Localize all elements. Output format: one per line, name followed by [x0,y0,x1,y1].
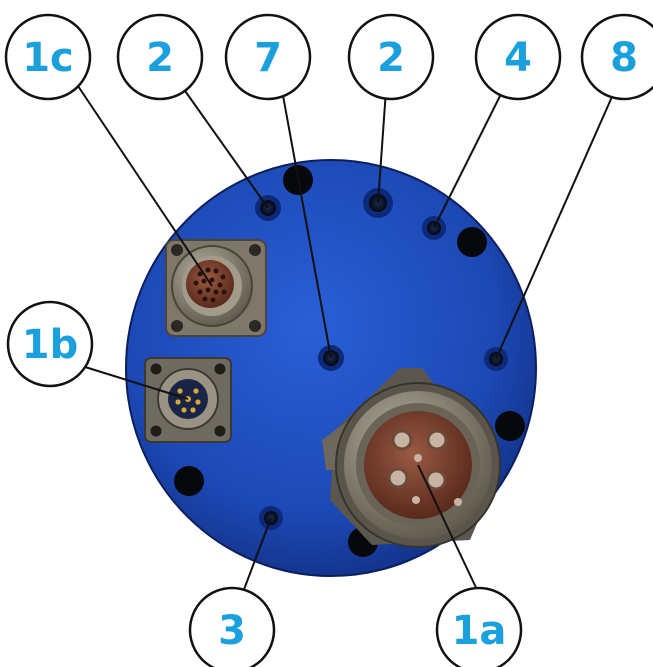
callout-7: 7 [224,13,312,101]
through-hole [174,466,204,496]
leader-4 [433,89,504,229]
leader-2-left [182,87,269,209]
callout-label: 2 [146,35,174,81]
callout-2-right: 2 [347,13,435,101]
callout-label: 1a [452,608,507,654]
callout-4: 4 [474,13,562,101]
callout-label: 7 [254,35,282,81]
callout-label: 1b [22,322,78,368]
leader-1c [77,85,213,287]
callout-label: 1c [22,35,74,81]
callout-8: 8 [580,13,653,101]
connector-1b [144,357,232,443]
callout-1b: 1b [6,300,94,388]
leader-1a [417,464,481,597]
leader-lines [77,85,616,601]
callout-label: 4 [504,35,532,81]
leader-1b [84,366,189,400]
callout-2-left: 2 [116,13,204,101]
callout-label: 8 [610,35,638,81]
through-hole [495,411,525,441]
leader-3 [239,517,272,601]
leader-8 [495,89,616,360]
leader-7 [281,89,332,359]
power-contact [387,429,448,491]
callout-1a: 1a [435,586,523,667]
callout-1c: 1c [4,13,92,101]
callout-label: 2 [377,35,405,81]
through-hole [457,227,487,257]
leader-2-right [377,89,387,204]
callout-label: 3 [218,608,246,654]
callout-3: 3 [188,586,276,667]
connector-1c [165,239,267,337]
